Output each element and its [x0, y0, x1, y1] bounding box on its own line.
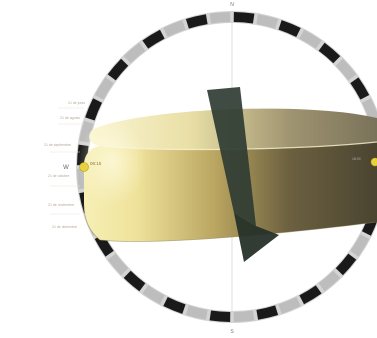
compass-ring-segment [361, 98, 377, 121]
compass-ring-segment [318, 270, 341, 292]
compass-ring-segment [209, 310, 231, 322]
compass-ring-segment [299, 285, 322, 305]
compass-ring-segment [318, 42, 341, 64]
compass-ring-segment [185, 305, 208, 320]
sun-marker-right [370, 157, 377, 167]
compass-ring-segment [185, 14, 208, 29]
compass-ring-segment [350, 234, 370, 257]
sun-time-label-right: 18:00 [352, 157, 361, 161]
compass-ring-segment [107, 253, 129, 276]
side-label-6: 21 de diciembre [52, 225, 77, 229]
sun-band-bottom-edge [83, 204, 377, 242]
compass-ring-segment [163, 296, 186, 314]
sun-glow [78, 118, 146, 206]
side-label-4: 21 de octubre [48, 174, 69, 178]
compass-ring-segment [123, 42, 146, 64]
side-label-2: 21 de agosto [60, 116, 80, 120]
compass-ring-segment [142, 29, 165, 49]
north-label: N [230, 2, 234, 8]
side-label-5: 21 de noviembre [48, 203, 74, 207]
compass-ring-segment [123, 270, 146, 292]
compass-ring-segment [256, 305, 279, 320]
compass-ring-segment [233, 310, 255, 322]
compass-ring-segment [299, 29, 322, 49]
compass-ring-segment [142, 285, 165, 305]
compass-ring-segment [278, 296, 301, 314]
shading-wall-top [207, 87, 256, 226]
compass-ring-segment [278, 20, 301, 38]
west-label: W [63, 165, 69, 171]
compass-ring-segment [209, 12, 231, 24]
compass-ring-segment [335, 58, 357, 81]
sun-time-label-left: 06:15 [90, 161, 102, 166]
south-label: S [230, 329, 234, 335]
compass-ring-segment [107, 58, 129, 81]
compass-ring-segment [256, 14, 279, 29]
side-labels: 21 de junio 21 de agosto 21 de septiembr… [44, 101, 85, 229]
compass-ring-segment [94, 77, 114, 100]
shading-wall-bottom [234, 213, 279, 262]
compass-ring-segment [163, 20, 186, 38]
compass-ring-segment [85, 98, 103, 121]
sun-marker-left [79, 162, 89, 172]
side-label-1: 21 de junio [68, 101, 85, 105]
compass-ring-segment [233, 12, 255, 24]
side-label-3: 21 de septiembre [44, 143, 71, 147]
compass-ring-segment [350, 77, 370, 100]
side-label-faint-lines [50, 107, 84, 215]
compass-ring-segment [335, 253, 357, 276]
